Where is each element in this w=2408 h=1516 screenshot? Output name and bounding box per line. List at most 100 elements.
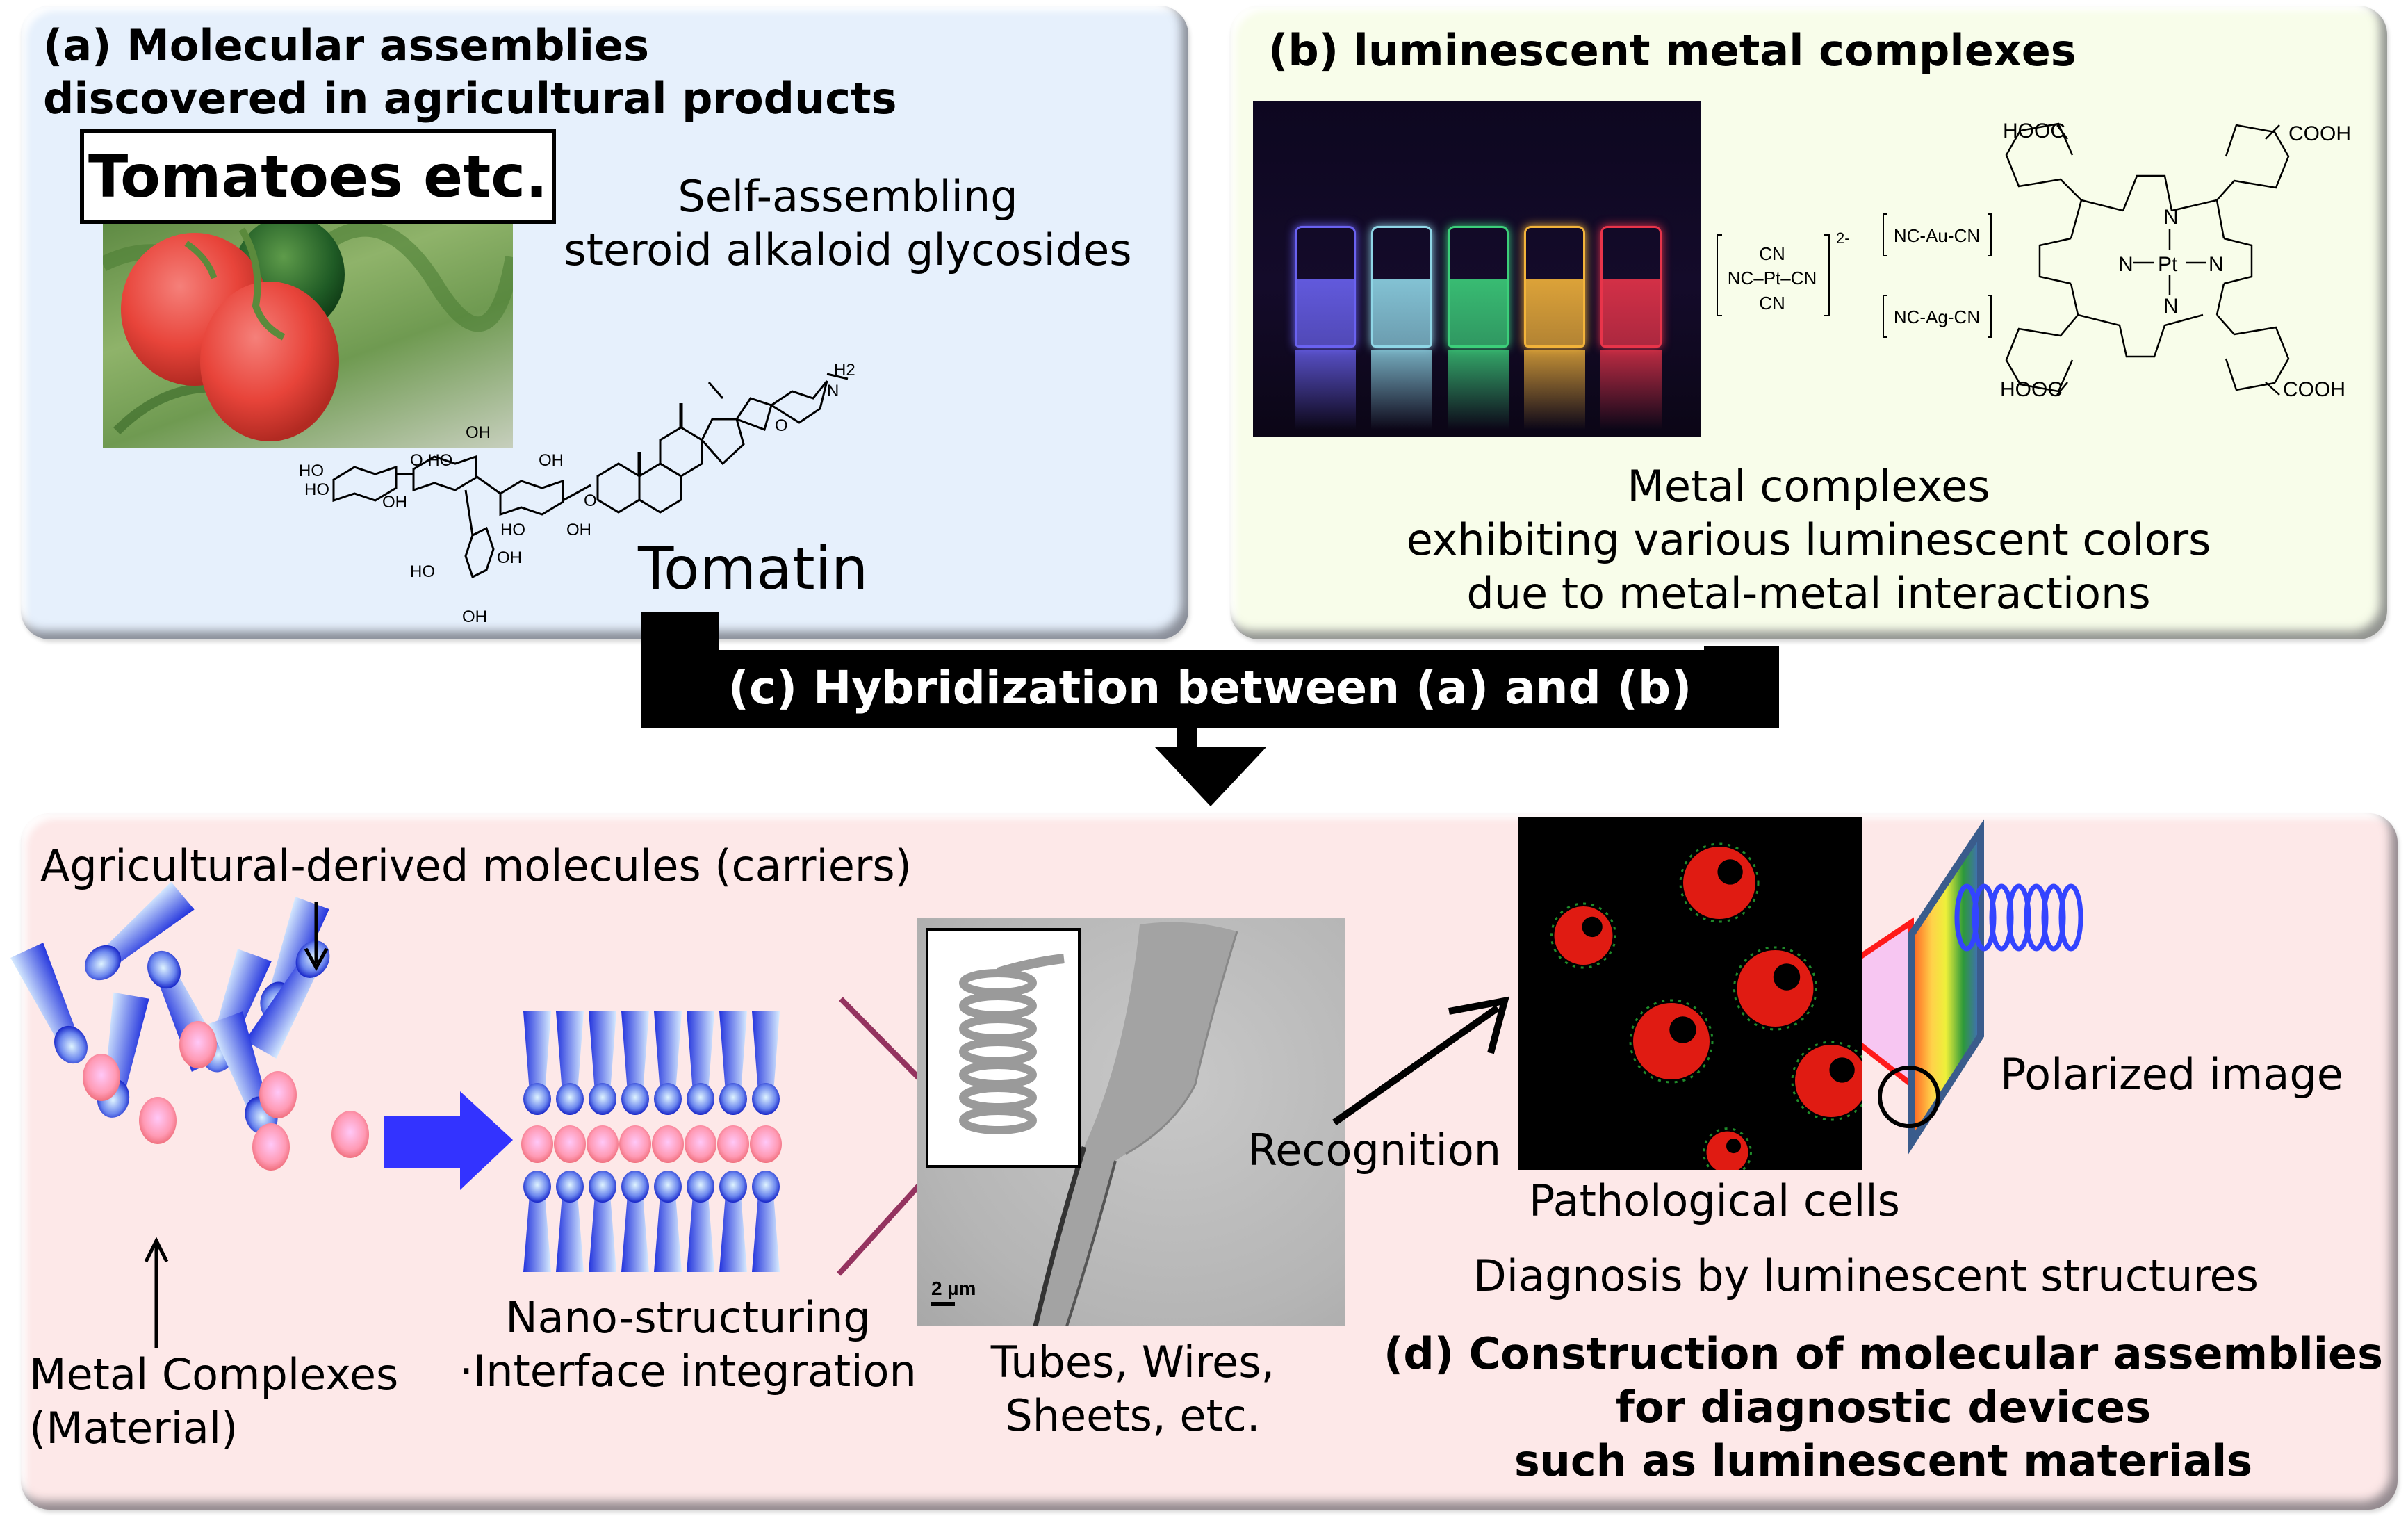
- svg-text:HO: HO: [304, 480, 329, 499]
- svg-text:O: O: [775, 416, 788, 435]
- zoom-line-bottom: [837, 1152, 945, 1276]
- assembly-tail-bottom: [687, 1186, 714, 1272]
- porphyrin-hooc-bottom-left: HOOC: [2000, 378, 2063, 401]
- tem-micrograph: 2 µm: [917, 918, 1345, 1326]
- carrier-molecule: [10, 943, 88, 1064]
- assembly-head-bottom: [719, 1171, 747, 1203]
- vial: [1295, 226, 1356, 348]
- metal-complex-particle: [331, 1111, 369, 1158]
- assembly-head-top: [687, 1083, 714, 1115]
- pt-complex-middle: NC–Pt–CN: [1728, 268, 1817, 288]
- vial-liquid: [1603, 279, 1660, 345]
- helix-turn: [959, 992, 1037, 1020]
- panel-c-title: (c) Hybridization between (a) and (b): [728, 661, 1692, 715]
- panel-d-title-line3: such as luminescent materials: [1514, 1435, 2253, 1486]
- svg-text:OH: OH: [539, 451, 564, 470]
- pathological-cell: [1629, 999, 1714, 1084]
- porphyrin-hooc-top-left: HOOC: [2003, 120, 2065, 142]
- assembly-head-bottom: [589, 1171, 616, 1203]
- diagnosis-label: Diagnosis by luminescent structures: [1473, 1250, 2259, 1301]
- pathological-cell: [1791, 1041, 1862, 1121]
- panel-a-title-line2: discovered in agricultural products: [43, 73, 897, 124]
- assembly-head-top: [752, 1083, 780, 1115]
- assembly-metal: [750, 1125, 782, 1163]
- assembly-head-top: [556, 1083, 584, 1115]
- assembly-tail-top: [687, 1011, 714, 1102]
- assembly-head-bottom: [687, 1171, 714, 1203]
- tomatin-label: Tomatin: [638, 535, 869, 603]
- piperidine-ring: [769, 380, 828, 424]
- helix-tail: [996, 954, 1065, 977]
- assembly-tail-top: [556, 1011, 584, 1102]
- svg-text:OH: OH: [497, 548, 522, 567]
- svg-text:OH: OH: [466, 423, 491, 442]
- porphyrin-cooh-bottom-right: COOH: [2283, 378, 2345, 401]
- svg-text:HO: HO: [299, 462, 324, 480]
- cyanide-complexes: CN NC–Pt–CN CN 2- NC-Au-CN - NC-Ag-CN -: [1717, 213, 1992, 338]
- assembly-metal: [554, 1125, 586, 1163]
- helix-turn: [959, 1061, 1037, 1089]
- sugar-ring: [332, 465, 398, 503]
- polarizer-film: [1908, 819, 1984, 1155]
- nano-label-line2: ·Interface integration: [459, 1346, 917, 1396]
- panel-b-desc-line1: Metal complexes: [1627, 461, 1990, 512]
- tem-label-line1: Tubes, Wires,: [990, 1337, 1275, 1387]
- tomato-illustration: [103, 222, 513, 441]
- scale-bar-label: 2 µm: [931, 1278, 976, 1299]
- svg-text:O: O: [584, 491, 597, 510]
- carriers-pointer-arrowhead: [304, 947, 329, 972]
- assembly-head-bottom: [523, 1171, 551, 1203]
- panel-a-desc-line1: Self-assembling: [678, 171, 1018, 222]
- metal-complex-particle: [259, 1071, 297, 1118]
- assembly-tail-bottom: [752, 1186, 780, 1272]
- vial: [1524, 226, 1585, 348]
- au-complex: NC-Au-CN: [1894, 225, 1980, 246]
- porphyrin-n-right: N: [2209, 253, 2224, 276]
- tomato-photo: [103, 222, 513, 448]
- assembly-tail-bottom: [621, 1186, 649, 1272]
- panel-b-title: (b) luminescent metal complexes: [1268, 25, 2077, 76]
- svg-text:OH: OH: [462, 608, 487, 626]
- assembly-tail-top: [752, 1011, 780, 1102]
- coil-loop: [2058, 883, 2083, 952]
- helix-turn: [959, 1015, 1037, 1043]
- panel-b-desc-line2: exhibiting various luminescent colors: [1406, 514, 2211, 565]
- porphyrin-metal: Pt: [2158, 253, 2178, 276]
- vial-liquid: [1373, 279, 1430, 345]
- assembly-head-top: [523, 1083, 551, 1115]
- assembly-head-top: [719, 1083, 747, 1115]
- panel-a-title-line1: (a) Molecular assemblies: [43, 20, 649, 71]
- tem-label-line2: Sheets, etc.: [1005, 1390, 1261, 1441]
- panel-a-desc-line2: steroid alkaloid glycosides: [564, 225, 1132, 275]
- steroid-ring: [596, 462, 641, 514]
- assembly-head-bottom: [654, 1171, 682, 1203]
- svg-text:HO: HO: [500, 521, 525, 539]
- svg-text:N: N: [827, 382, 839, 400]
- assembly-tail-top: [719, 1011, 747, 1102]
- cells-label: Pathological cells: [1529, 1175, 1900, 1226]
- helix-turn: [959, 1107, 1037, 1134]
- recognition-arrow: [1332, 996, 1509, 1126]
- pt-porphyrin-structure: HOOC COOH HOOC COOH N N N N Pt: [2000, 120, 2351, 401]
- sugar-ring: [464, 526, 495, 579]
- helix-turn: [959, 1038, 1037, 1066]
- nanostructuring-arrow: [384, 1091, 513, 1190]
- pt-complex-charge: 2-: [1836, 229, 1850, 247]
- vial-liquid: [1450, 279, 1507, 345]
- assembly-tail-bottom: [719, 1186, 747, 1272]
- assembly-tail-bottom: [556, 1186, 584, 1272]
- sugar-ring: [499, 479, 564, 516]
- porphyrin-n-top: N: [2163, 206, 2179, 229]
- vial-reflection: [1371, 350, 1432, 430]
- assembly-tail-bottom: [654, 1186, 682, 1272]
- nano-label-line1: Nano-structuring: [505, 1292, 871, 1343]
- assembly-head-bottom: [621, 1171, 649, 1203]
- tem-tube-structure: [1033, 922, 1238, 1326]
- assembly-metal: [652, 1125, 684, 1163]
- vial-reflection: [1448, 350, 1509, 430]
- svg-text:OH: OH: [566, 521, 591, 539]
- porphyrin-n-bottom: N: [2163, 295, 2179, 318]
- pathological-cell: [1679, 842, 1760, 923]
- assembly-tail-bottom: [523, 1186, 551, 1272]
